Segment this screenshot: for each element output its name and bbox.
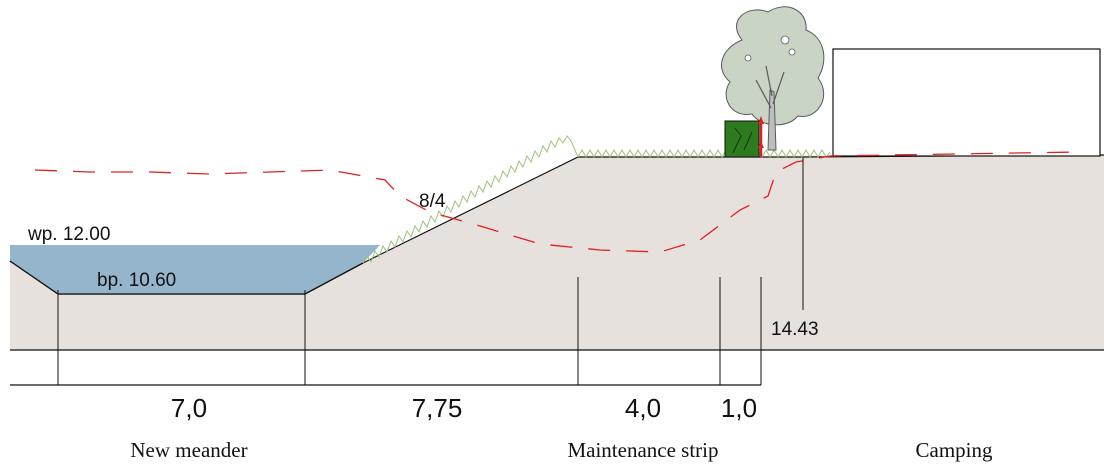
zone-label-maintenance-strip: Maintenance strip — [567, 438, 718, 462]
tree-illustration — [721, 6, 825, 151]
fence-marker — [758, 116, 764, 157]
dimension-label-2: 7,75 — [412, 393, 463, 423]
dike-level-label: 14.43 — [771, 319, 819, 340]
slope-label: 8/4 — [419, 191, 446, 212]
dimension-label-1: 7,0 — [171, 393, 207, 423]
bottom-level-label: bp. 10.60 — [97, 270, 176, 291]
hedge-block — [724, 120, 760, 158]
zone-label-camping: Camping — [916, 438, 993, 462]
water-level-label: wp. 12.00 — [27, 224, 110, 245]
grass-slope — [362, 135, 579, 264]
water-bed-line — [9, 260, 364, 295]
ground-profile — [10, 155, 1104, 350]
water-body — [10, 245, 380, 294]
grass-crest — [577, 148, 831, 159]
zone-label-new-meander: New meander — [130, 438, 247, 462]
dimension-label-3: 4,0 — [625, 393, 661, 423]
camping-building — [832, 48, 1101, 157]
dimension-label-4: 1,0 — [721, 393, 757, 423]
